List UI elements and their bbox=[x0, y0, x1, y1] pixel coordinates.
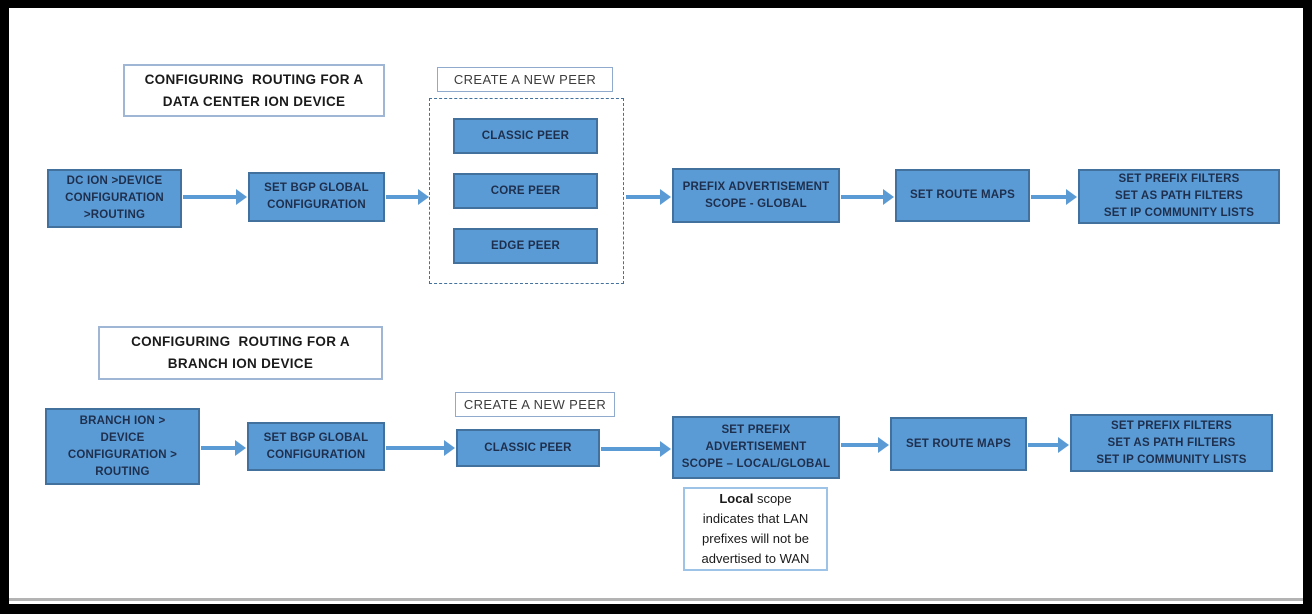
arrow-head-icon bbox=[660, 189, 671, 205]
arrow-head-icon bbox=[883, 189, 894, 205]
dc-classic-peer-node: CLASSIC PEER bbox=[453, 118, 598, 154]
flow-arrow bbox=[601, 441, 671, 457]
dc-prefix-scope-node: PREFIX ADVERTISEMENT SCOPE - GLOBAL bbox=[672, 168, 840, 223]
flow-arrow bbox=[386, 440, 455, 456]
arrow-shaft bbox=[386, 195, 420, 199]
arrow-shaft bbox=[183, 195, 238, 199]
flow-arrow bbox=[1031, 189, 1077, 205]
branch-start-node: BRANCH ION > DEVICE CONFIGURATION > ROUT… bbox=[45, 408, 200, 485]
arrow-head-icon bbox=[235, 440, 246, 456]
branch-prefix-scope-node: SET PREFIX ADVERTISEMENT SCOPE – LOCAL/G… bbox=[672, 416, 840, 479]
flow-arrow bbox=[1028, 437, 1069, 453]
arrow-shaft bbox=[841, 195, 885, 199]
dc-edge-peer-node: EDGE PEER bbox=[453, 228, 598, 264]
arrow-shaft bbox=[386, 446, 446, 450]
branch-flow-title: CONFIGURING ROUTING FOR A BRANCH ION DEV… bbox=[98, 326, 383, 380]
branch-set-bgp-node: SET BGP GLOBAL CONFIGURATION bbox=[247, 422, 385, 471]
arrow-shaft bbox=[601, 447, 662, 451]
frame-shadow-line bbox=[9, 598, 1303, 601]
arrow-shaft bbox=[841, 443, 880, 447]
dc-peer-options-container bbox=[429, 98, 624, 284]
flow-arrow bbox=[183, 189, 247, 205]
dc-flow-title: CONFIGURING ROUTING FOR A DATA CENTER IO… bbox=[123, 64, 385, 117]
local-scope-note-bold: Local bbox=[719, 491, 754, 506]
branch-route-maps-node: SET ROUTE MAPS bbox=[890, 417, 1027, 471]
arrow-head-icon bbox=[660, 441, 671, 457]
arrow-shaft bbox=[1031, 195, 1068, 199]
flow-arrow bbox=[201, 440, 246, 456]
arrow-head-icon bbox=[1058, 437, 1069, 453]
dc-core-peer-node: CORE PEER bbox=[453, 173, 598, 209]
arrow-head-icon bbox=[418, 189, 429, 205]
arrow-shaft bbox=[1028, 443, 1060, 447]
branch-filters-node: SET PREFIX FILTERS SET AS PATH FILTERS S… bbox=[1070, 414, 1273, 472]
arrow-head-icon bbox=[236, 189, 247, 205]
flow-arrow bbox=[386, 189, 429, 205]
branch-create-peer-label: CREATE A NEW PEER bbox=[455, 392, 615, 417]
arrow-head-icon bbox=[1066, 189, 1077, 205]
local-scope-note: Local scope indicates that LAN prefixes … bbox=[683, 487, 828, 571]
flow-arrow bbox=[626, 189, 671, 205]
arrow-head-icon bbox=[444, 440, 455, 456]
arrow-shaft bbox=[201, 446, 237, 450]
branch-classic-peer-node: CLASSIC PEER bbox=[456, 429, 600, 467]
dc-filters-node: SET PREFIX FILTERS SET AS PATH FILTERS S… bbox=[1078, 169, 1280, 224]
dc-route-maps-node: SET ROUTE MAPS bbox=[895, 169, 1030, 222]
flow-arrow bbox=[841, 437, 889, 453]
dc-start-node: DC ION >DEVICE CONFIGURATION >ROUTING bbox=[47, 169, 182, 228]
arrow-shaft bbox=[626, 195, 662, 199]
flow-arrow bbox=[841, 189, 894, 205]
dc-create-peer-label: CREATE A NEW PEER bbox=[437, 67, 613, 92]
local-scope-note-text: scope indicates that LAN prefixes will n… bbox=[701, 491, 810, 566]
dc-set-bgp-node: SET BGP GLOBAL CONFIGURATION bbox=[248, 172, 385, 222]
arrow-head-icon bbox=[878, 437, 889, 453]
